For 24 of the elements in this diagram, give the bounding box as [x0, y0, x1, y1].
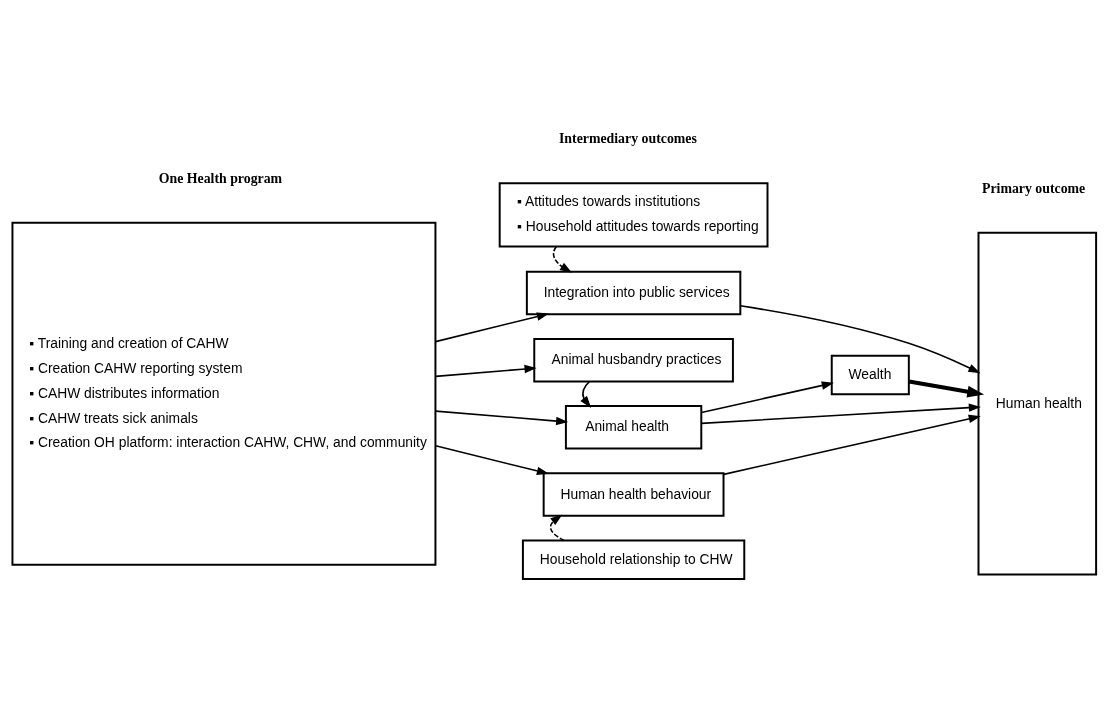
node-box: ▪ Attitudes towards institutions ▪ Household attitudes towards reporting — [498, 182, 769, 248]
node-box: Human health behaviour — [542, 472, 725, 517]
node-box: Wealth — [830, 354, 910, 396]
node-box: Household relationship to CHW — [521, 539, 746, 581]
node-box: Animal health — [564, 405, 703, 450]
node-box: ▪ Training and creation of CAHW ▪ Creation CAHW reporting system ▪ CAHW distributes information ▪ CAHW treats sick animals ▪ Creation OH platform: interaction CAHW, CHW, and community — [11, 221, 437, 566]
label: One Health program — [158, 170, 283, 186]
arrow — [434, 312, 549, 343]
arrow — [700, 381, 834, 414]
arrow — [549, 514, 566, 542]
arrow — [434, 364, 537, 378]
arrow — [552, 246, 572, 273]
arrow — [908, 379, 985, 398]
node-box: Integration into public services — [525, 270, 742, 316]
arrow — [739, 305, 981, 374]
node-box: Human health — [977, 231, 1098, 576]
label: Intermediary outcomes — [558, 131, 697, 147]
arrow — [722, 414, 981, 476]
label: Primary outcome — [981, 180, 1086, 196]
arrow — [434, 410, 569, 426]
arrow — [700, 403, 981, 425]
arrow — [580, 380, 592, 408]
node-box: Animal husbandry practices — [533, 337, 734, 383]
arrow — [434, 445, 549, 476]
